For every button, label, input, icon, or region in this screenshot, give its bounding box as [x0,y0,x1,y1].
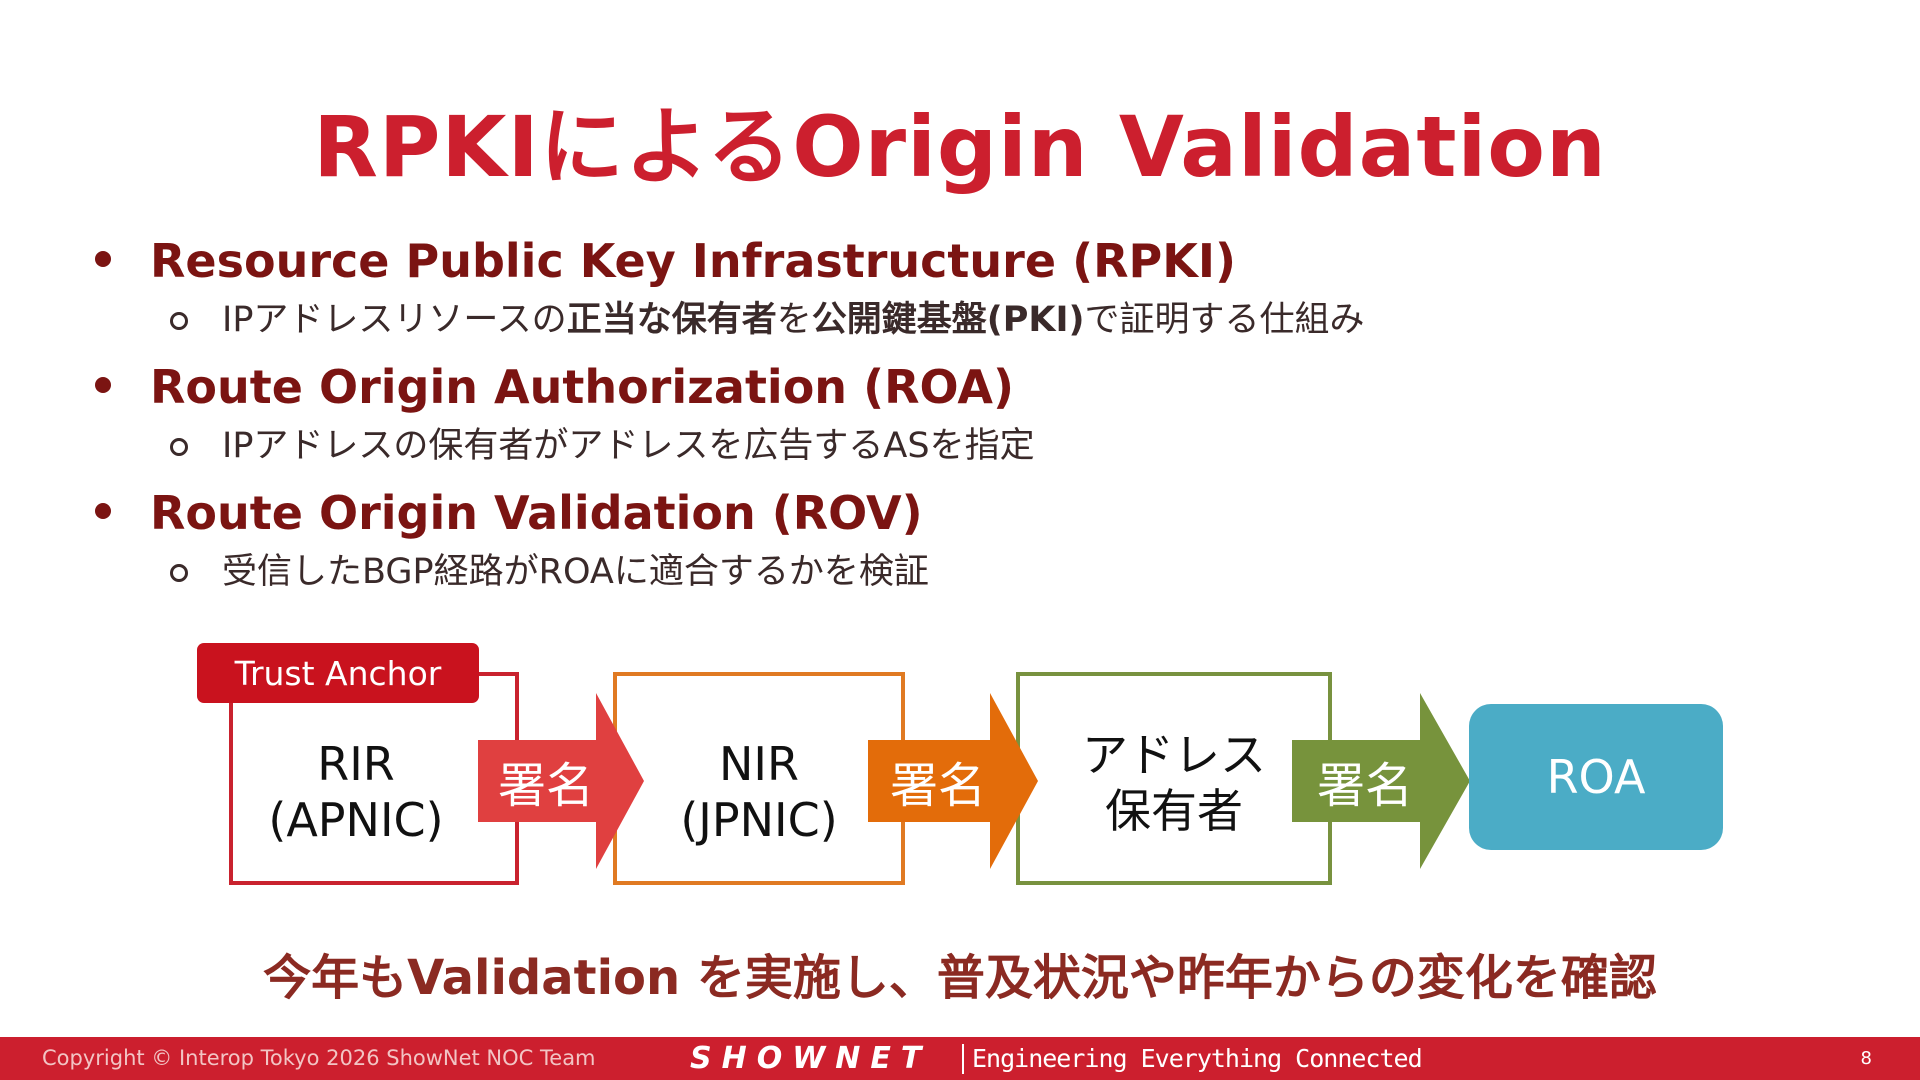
sub-bullet-ring [170,312,188,330]
bullet-roa: Route Origin Authorization (ROA) [95,356,1795,418]
bullet-dot [95,251,111,267]
sub-bullet-bold-pki: 公開鍵基盤(PKI) [811,300,1085,340]
bullet-text: Route Origin Validation (ROV) [150,486,923,540]
sub-bullet-rpki: IPアドレスリソースの正当な保有者を公開鍵基盤(PKI)で証明する仕組み [95,292,1795,348]
nir-label: NIR [719,736,799,791]
sign-label: 署名 [497,758,594,814]
sub-bullet-text: 受信したBGP経路がROAに適合するかを検証 [222,552,929,592]
bullet-rov: Route Origin Validation (ROV) [95,482,1795,544]
page-number: 8 [1860,1048,1872,1069]
footer-bar: Copyright © Interop Tokyo 2026 ShowNet N… [0,1037,1920,1080]
nir-sublabel: (JPNIC) [680,792,838,847]
sub-bullet-text-mid: を [776,300,812,340]
sign-arrow-nir-to-holder: 署名 [868,693,1038,869]
bullet-dot [95,503,111,519]
sub-bullet-ring [170,438,188,456]
holder-label: アドレス [1082,727,1266,782]
rir-label: RIR [317,736,395,791]
sign-label: 署名 [1316,758,1413,814]
rir-box: RIR (APNIC) [229,672,519,885]
address-holder-box: アドレス 保有者 [1016,672,1332,885]
logo-divider [962,1044,964,1074]
copyright-text: Copyright © Interop Tokyo 2026 ShowNet N… [42,1046,596,1070]
sub-bullet-roa: IPアドレスの保有者がアドレスを広告するASを指定 [95,418,1795,474]
bullet-list: Resource Public Key Infrastructure (RPKI… [95,230,1795,608]
bullet-text: Resource Public Key Infrastructure (RPKI… [150,234,1237,288]
roa-box: ROA [1469,704,1723,850]
rir-sublabel: (APNIC) [268,792,444,847]
sub-bullet-text-pre: IPアドレスリソースの [222,300,567,340]
sub-bullet-text: IPアドレスの保有者がアドレスを広告するASを指定 [222,426,1035,466]
sub-bullet-rov: 受信したBGP経路がROAに適合するかを検証 [95,544,1795,600]
sub-bullet-bold-holder: 正当な保有者 [566,300,777,340]
shownet-logo: SHOWNET [690,1041,932,1076]
trust-anchor-badge: Trust Anchor [197,643,479,703]
sub-bullet-ring [170,564,188,582]
sign-arrow-holder-to-roa: 署名 [1292,693,1470,869]
bullet-dot [95,377,111,393]
conclusion-text: 今年もValidation を実施し、普及状況や昨年からの変化を確認 [263,950,1657,1006]
sign-arrow-rir-to-nir: 署名 [478,693,644,869]
bullet-text: Route Origin Authorization (ROA) [150,360,1015,414]
tagline-text: Engineering Everything Connected [972,1044,1423,1073]
bullet-rpki: Resource Public Key Infrastructure (RPKI… [95,230,1795,292]
slide-title: RPKIによるOrigin Validation [313,98,1607,196]
sub-bullet-text-post: で証明する仕組み [1084,300,1365,340]
sign-label: 署名 [889,758,986,814]
nir-box: NIR (JPNIC) [613,672,905,885]
holder-sublabel: 保有者 [1105,783,1243,838]
